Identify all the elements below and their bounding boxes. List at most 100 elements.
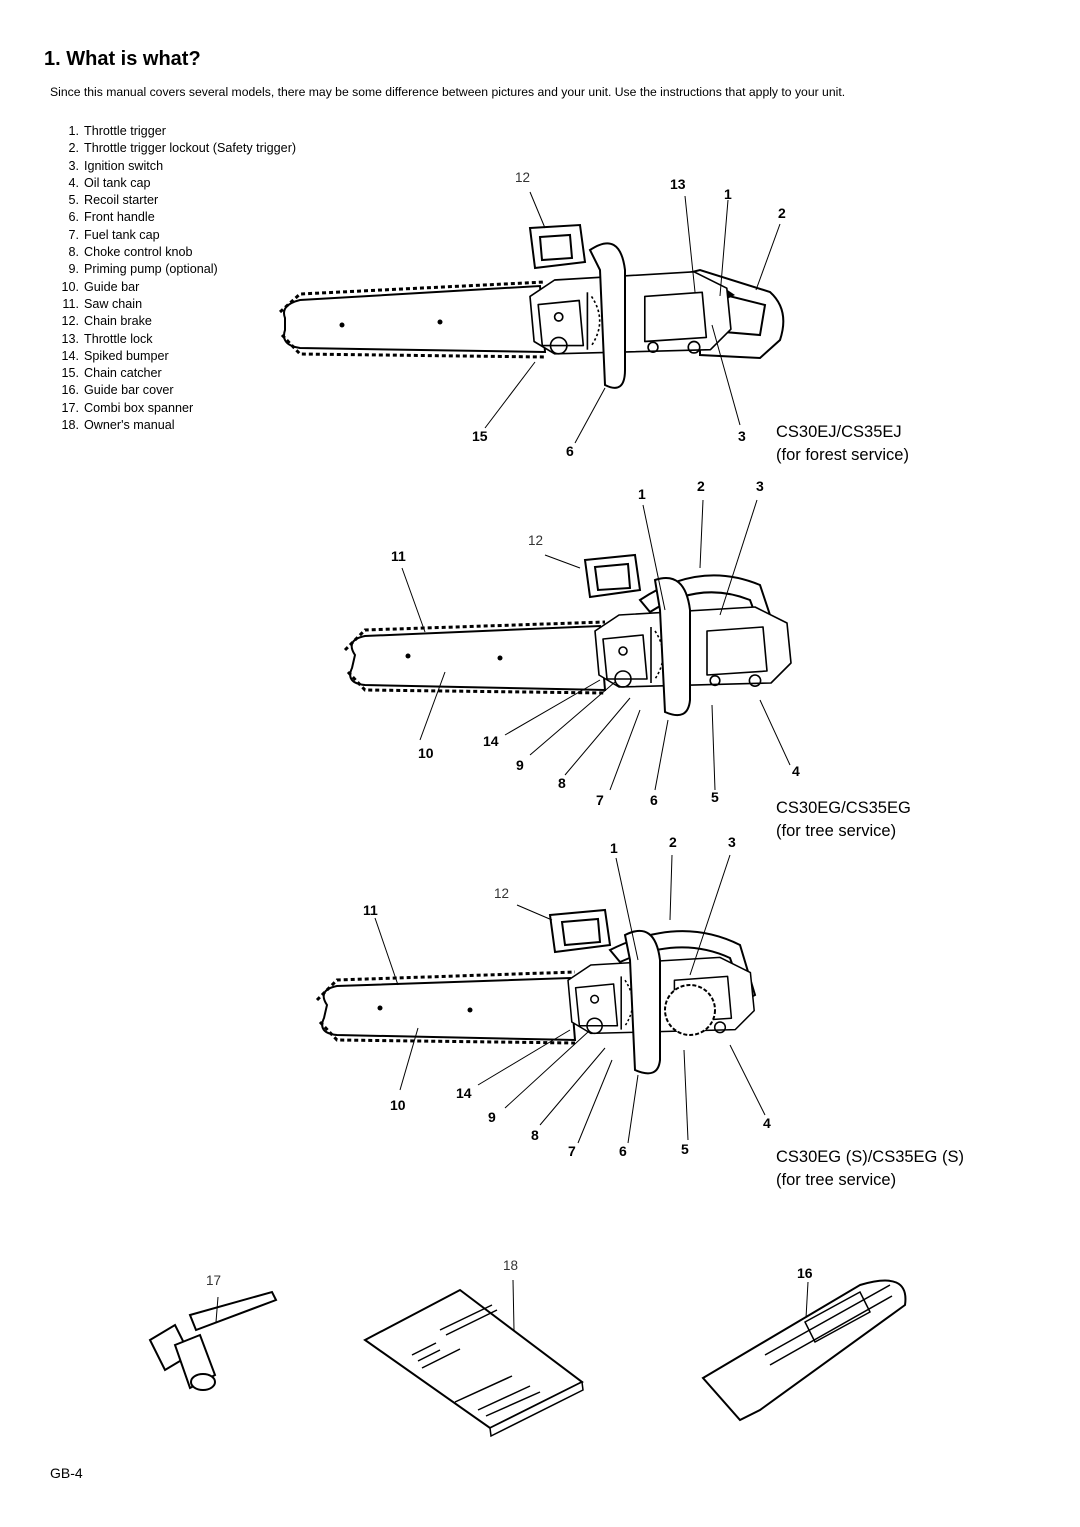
- callout-12: 12: [515, 170, 531, 185]
- list-item: 4. Oil tank cap: [52, 175, 296, 192]
- manual-drawing: [363, 1279, 584, 1438]
- list-item-number: 12.: [61, 314, 79, 329]
- diagram-caption: CS30EG (S)/CS35EG (S) (for tree service): [776, 1146, 964, 1192]
- callout-4: 4: [792, 763, 800, 779]
- callout-6: 6: [619, 1143, 627, 1159]
- callout-10: 10: [390, 1097, 406, 1113]
- list-item-number: 2.: [68, 141, 79, 156]
- callout-5: 5: [681, 1141, 689, 1157]
- callout-10: 10: [418, 745, 434, 761]
- callout-14: 14: [483, 733, 499, 749]
- list-item-label: Oil tank cap: [84, 175, 151, 190]
- list-item-number: 10.: [61, 279, 79, 294]
- list-item-number: 18.: [61, 418, 79, 433]
- list-item: 1. Throttle trigger: [52, 123, 296, 140]
- parts-list: 1. Throttle trigger 2. Throttle trigger lo…: [52, 123, 296, 434]
- callout-3: 3: [738, 428, 746, 444]
- list-item: 3. Ignition switch: [52, 158, 296, 175]
- diagram-forest-saw: [278, 191, 785, 444]
- list-item: 17. Combi box spanner: [52, 400, 296, 417]
- list-item-number: 7.: [68, 227, 79, 242]
- service-type: (for tree service): [776, 822, 897, 840]
- list-item-number: 5.: [68, 193, 79, 208]
- list-item-number: 8.: [68, 245, 79, 260]
- callout-4: 4: [763, 1115, 771, 1131]
- list-item-label: Guide bar cover: [84, 383, 174, 398]
- list-item: 2. Throttle trigger lockout (Safety trigg…: [52, 140, 296, 157]
- list-item-label: Chain catcher: [84, 366, 162, 381]
- list-item-number: 16.: [61, 383, 79, 398]
- diagram-tree-saw: [343, 499, 792, 791]
- callout-3: 3: [756, 478, 764, 494]
- callout-7: 7: [596, 792, 604, 808]
- list-item-number: 15.: [61, 366, 79, 381]
- list-item-label: Throttle trigger lockout (Safety trigger…: [84, 141, 297, 156]
- list-item: 18. Owner's manual: [52, 417, 296, 434]
- list-item-number: 11.: [62, 296, 79, 311]
- page-title: 1. What is what?: [44, 48, 201, 70]
- list-item: 5. Recoil starter: [52, 192, 296, 209]
- list-item-number: 4.: [68, 175, 79, 190]
- list-item-number: 14.: [61, 348, 79, 363]
- list-item: 6. Front handle: [52, 209, 296, 226]
- list-item: 15. Chain catcher: [52, 365, 296, 382]
- list-item: 16. Guide bar cover: [52, 382, 296, 399]
- list-item-label: Ignition switch: [84, 158, 164, 173]
- callout-3: 3: [728, 834, 736, 850]
- list-item-number: 17.: [61, 400, 79, 415]
- callout-6: 6: [566, 443, 574, 459]
- list-item-label: Owner's manual: [84, 418, 175, 433]
- list-item-label: Guide bar: [84, 279, 140, 294]
- callout-1: 1: [724, 186, 732, 202]
- model-name: CS30EG/CS35EG: [776, 799, 911, 817]
- callout-16: 16: [797, 1265, 813, 1281]
- list-item: 14.Spiked bumper: [52, 348, 296, 365]
- list-item: 10. Guide bar: [52, 279, 296, 296]
- service-type: (for forest service): [776, 446, 909, 464]
- list-item-label: Throttle lock: [84, 331, 153, 346]
- list-item: 8. Choke control knob: [52, 244, 296, 261]
- list-item: 7. Fuel tank cap: [52, 227, 296, 244]
- spanner-drawing: [148, 1290, 278, 1391]
- service-type: (for tree service): [776, 1171, 897, 1189]
- model-name: CS30EG (S)/CS35EG (S): [776, 1148, 964, 1166]
- list-item-label: Throttle trigger: [84, 124, 166, 138]
- callout-17: 17: [206, 1273, 222, 1288]
- list-item-number: 6.: [68, 210, 79, 225]
- list-item-number: 9.: [68, 262, 79, 277]
- callout-11: 11: [391, 548, 406, 564]
- callout-18: 18: [503, 1258, 519, 1273]
- list-item: 13. Throttle lock: [52, 331, 296, 348]
- callout-12: 12: [528, 533, 544, 548]
- list-item-number: 13.: [61, 331, 79, 346]
- callout-11: 11: [363, 902, 378, 918]
- callout-12: 12: [494, 886, 510, 901]
- intro-text: Since this manual covers several models,…: [50, 85, 846, 99]
- callout-8: 8: [558, 775, 566, 791]
- callout-14: 14: [456, 1085, 472, 1101]
- list-item-number: 1.: [68, 124, 79, 138]
- list-item-number: 3.: [68, 158, 79, 173]
- diagram-tree-saw-s: [315, 854, 766, 1144]
- callout-9: 9: [516, 757, 524, 773]
- callout-1: 1: [610, 840, 618, 856]
- callout-2: 2: [669, 834, 677, 850]
- list-item: 12. Chain brake: [52, 313, 296, 330]
- callout-2: 2: [778, 205, 786, 221]
- list-item-label: Recoil starter: [84, 193, 159, 208]
- list-item-label: Choke control knob: [84, 245, 193, 260]
- callout-7: 7: [568, 1143, 576, 1159]
- list-item-label: Front handle: [84, 210, 155, 225]
- list-item-label: Chain brake: [84, 314, 152, 329]
- callout-13: 13: [670, 176, 686, 192]
- callout-9: 9: [488, 1109, 496, 1125]
- list-item-label: Fuel tank cap: [84, 227, 160, 242]
- callout-5: 5: [711, 789, 719, 805]
- list-item-label: Saw chain: [84, 296, 143, 311]
- callout-1: 1: [638, 486, 646, 502]
- list-item-label: Priming pump (optional): [84, 262, 218, 277]
- page-number: GB-4: [50, 1465, 83, 1481]
- list-item-label: Combi box spanner: [84, 400, 194, 415]
- diagram-caption: CS30EG/CS35EG (for tree service): [776, 797, 911, 843]
